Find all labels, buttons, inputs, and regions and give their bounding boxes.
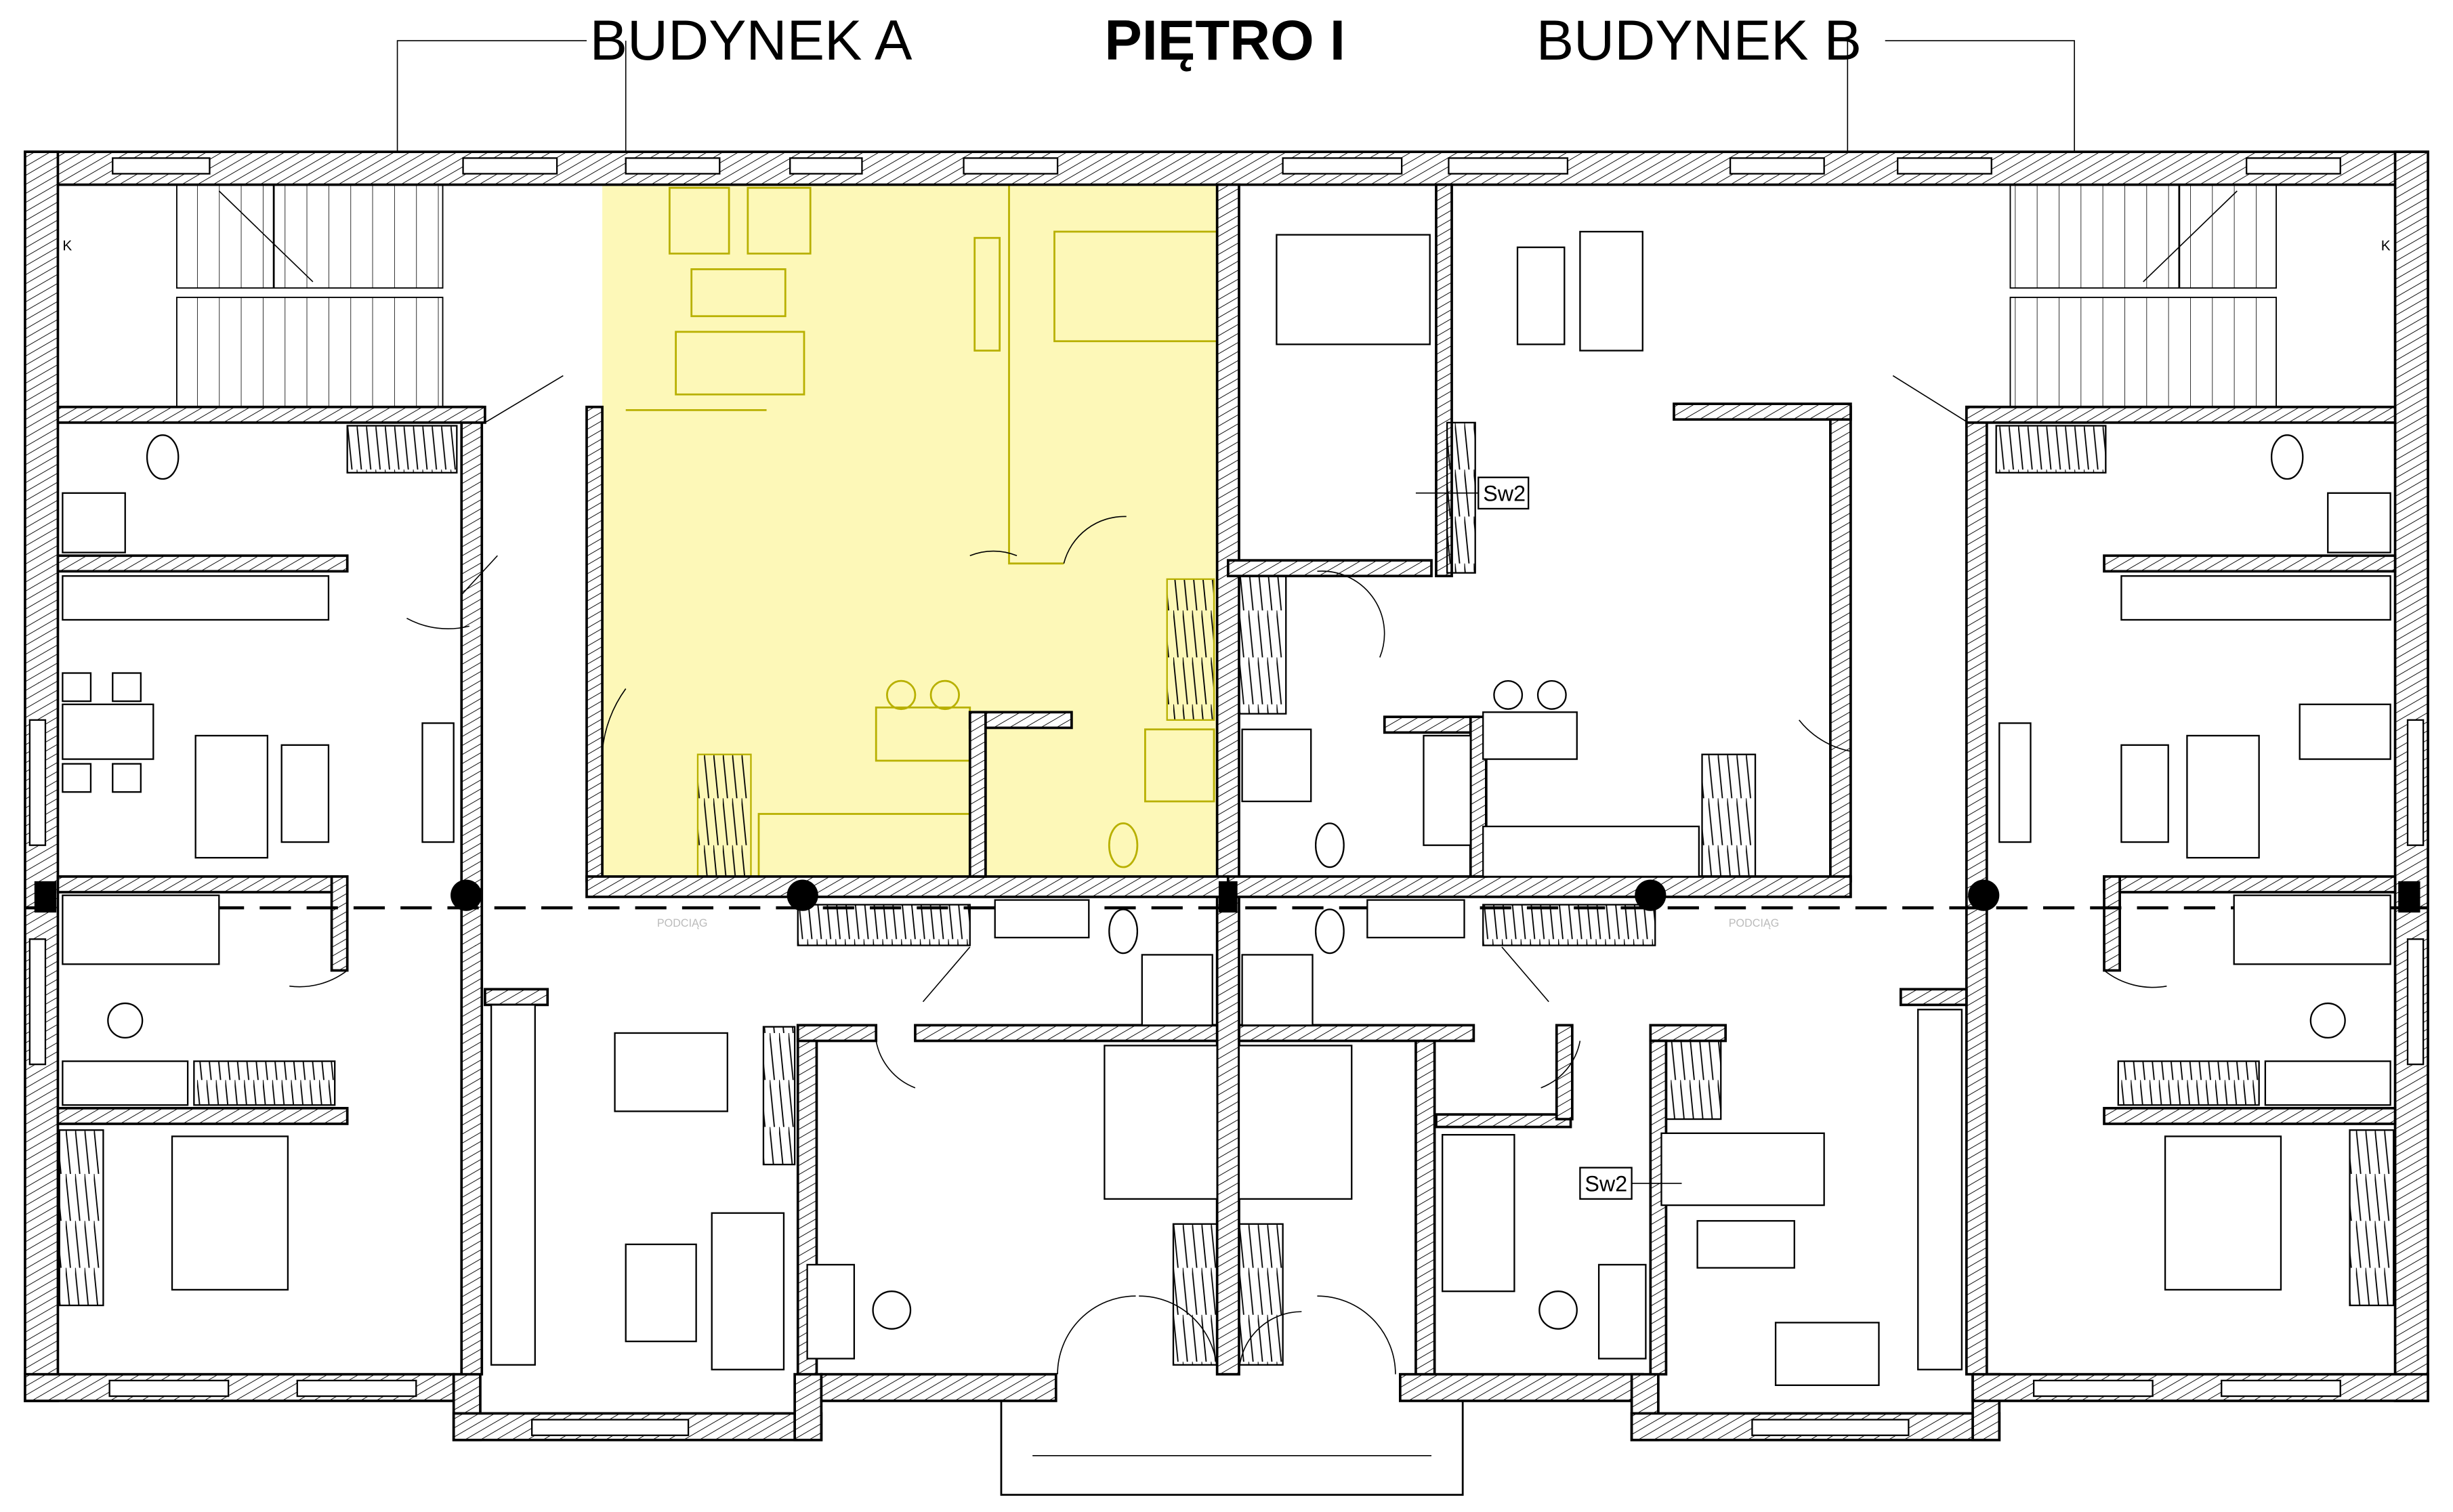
staircase-left[interactable]	[176, 184, 444, 408]
beam-label-left: PODCIĄG	[657, 917, 707, 929]
window-tag-2: Sw2	[1579, 1167, 1682, 1200]
furniture-left-wing	[58, 425, 1218, 1370]
highlighted-apartment[interactable]	[602, 184, 1219, 881]
beam-label-right: PODCIĄG	[1729, 917, 1779, 929]
svg-text:Sw2: Sw2	[1585, 1171, 1627, 1196]
stair-tag-right: K	[2381, 238, 2391, 254]
door-swings[interactable]	[289, 375, 2167, 1089]
floor-title: PIĘTRO I	[1104, 9, 1345, 72]
window-tag-1: Sw2	[1415, 476, 1530, 510]
stair-tag-left: K	[62, 238, 72, 254]
furniture-right-wing	[1238, 230, 2395, 1386]
svg-text:Sw2: Sw2	[1483, 481, 1526, 505]
staircase-right[interactable]	[2009, 184, 2277, 408]
building-b-label: BUDYNEK B	[1536, 9, 1862, 72]
windows[interactable]	[28, 157, 2425, 1436]
building-a-label: BUDYNEK A	[590, 9, 913, 72]
beam-line	[24, 879, 2429, 913]
